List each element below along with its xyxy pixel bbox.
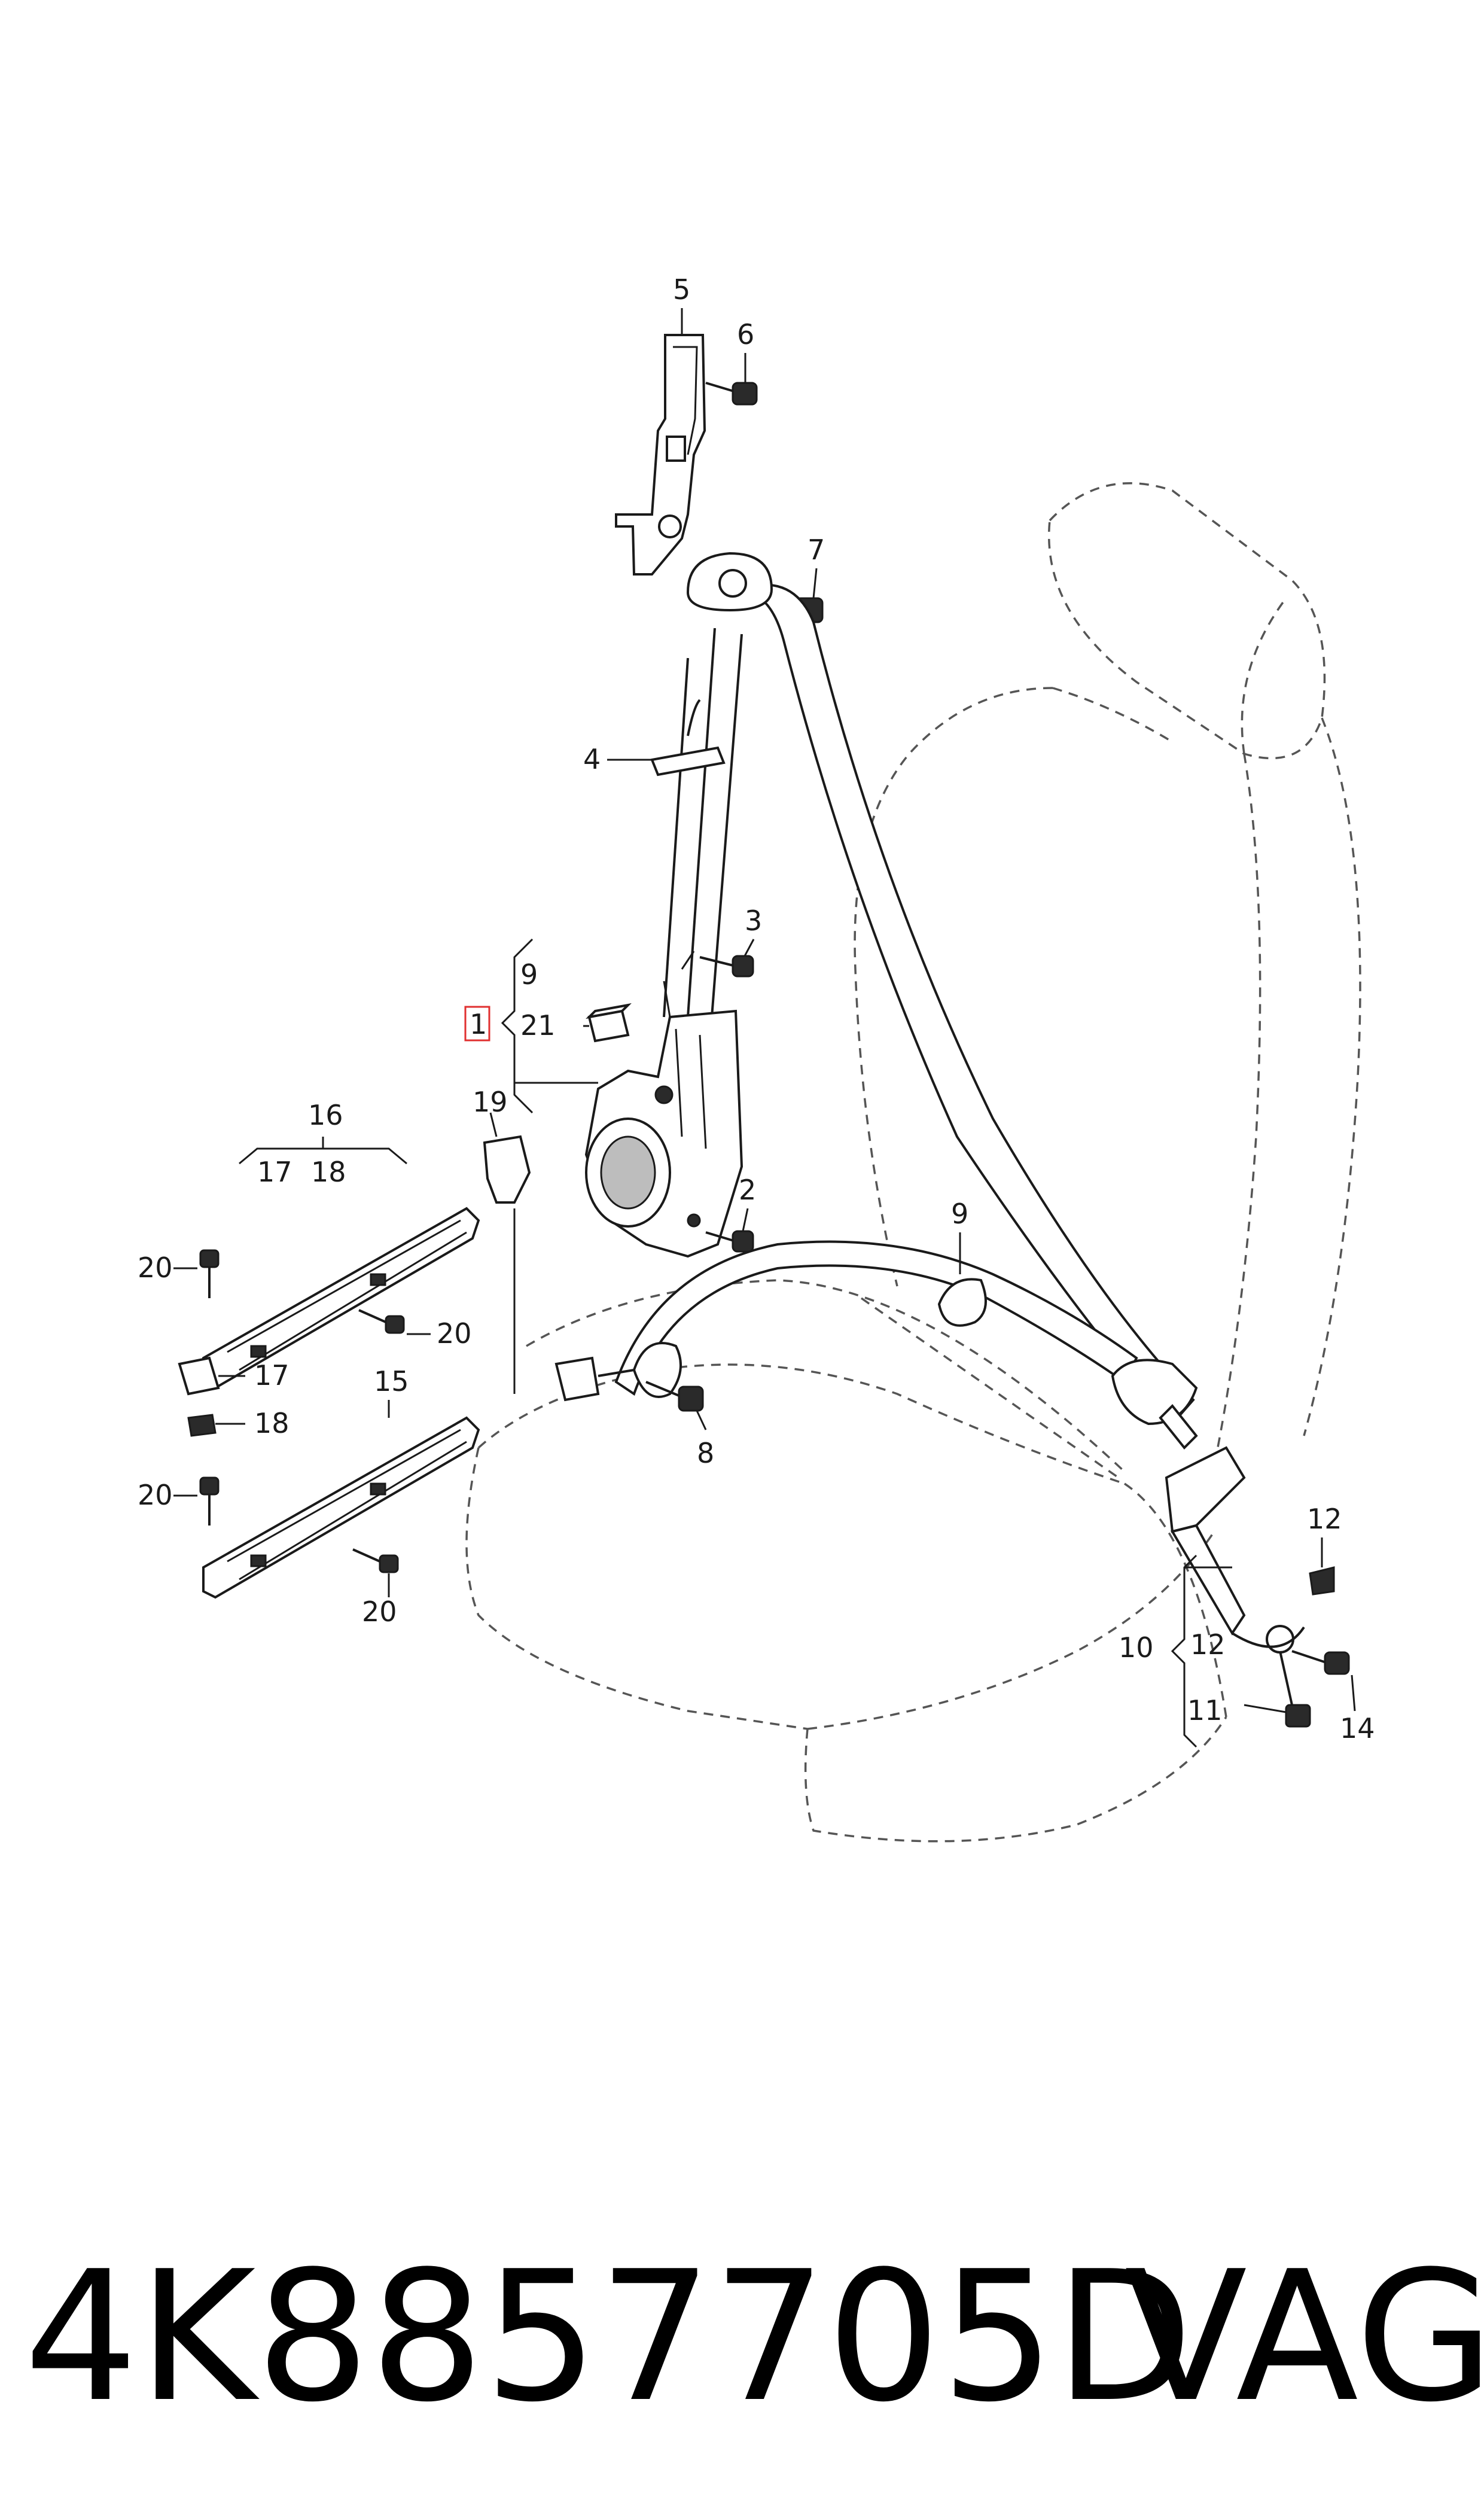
clip-part-12 xyxy=(1309,1566,1335,1596)
callout-2: 2 xyxy=(739,1174,756,1206)
callout-11: 11 xyxy=(1187,1694,1223,1727)
callout-12-upper: 12 xyxy=(1307,1503,1342,1535)
brand-name: VAG xyxy=(1125,2233,1484,2441)
retractor-part-1 xyxy=(584,951,743,1258)
belt-guide-part-4 xyxy=(650,699,726,777)
connector-part-11 xyxy=(1285,1704,1311,1728)
callout-15: 15 xyxy=(374,1365,409,1397)
callout-20-b: 20 xyxy=(437,1317,472,1350)
callout-12-lower: 12 xyxy=(1190,1628,1226,1661)
callout-20-a: 20 xyxy=(138,1252,173,1284)
bolt-part-3 xyxy=(699,955,754,978)
bolt-part-6 xyxy=(705,382,758,406)
callout-9-upper: 9 xyxy=(520,958,538,991)
callout-4: 4 xyxy=(583,743,601,775)
callout-10: 10 xyxy=(1119,1631,1154,1664)
callout-20-c: 20 xyxy=(138,1479,173,1511)
cap-part-17 xyxy=(178,1356,220,1396)
bracket-part-19 xyxy=(483,1135,531,1204)
bolt-part-20-d xyxy=(352,1548,399,1573)
callout-18-bracket: 18 xyxy=(311,1156,346,1188)
leader-lines xyxy=(173,308,1356,1748)
track-rail-part-15 xyxy=(202,1416,480,1599)
callout-19: 19 xyxy=(473,1086,508,1118)
callout-5: 5 xyxy=(673,273,690,306)
buckle-part-10 xyxy=(1165,1446,1305,1706)
callout-1-highlight xyxy=(464,1006,490,1042)
callout-14: 14 xyxy=(1340,1712,1375,1744)
callout-1: 1 xyxy=(470,1008,487,1040)
callout-16: 16 xyxy=(308,1099,343,1131)
clip-part-18 xyxy=(187,1414,217,1437)
belt-webbing xyxy=(614,552,1198,1450)
height-adjuster-part-5 xyxy=(615,334,706,576)
part-number: 4K8857705D xyxy=(24,2233,1193,2441)
damper-part-21 xyxy=(586,1003,632,1043)
callout-18-lower: 18 xyxy=(254,1407,290,1439)
bolt-part-20-c xyxy=(199,1476,220,1526)
callout-17-upper: 17 xyxy=(257,1156,292,1188)
callout-21: 21 xyxy=(520,1009,556,1042)
callout-6: 6 xyxy=(737,318,754,351)
callout-17-lower: 17 xyxy=(254,1359,290,1392)
callout-7: 7 xyxy=(807,534,825,566)
callout-3: 3 xyxy=(745,905,762,937)
track-rail-part-16 xyxy=(202,1207,480,1390)
callout-9-lower: 9 xyxy=(951,1198,968,1230)
bolt-part-20-a xyxy=(199,1249,220,1298)
callout-20-d: 20 xyxy=(362,1596,397,1628)
callout-8: 8 xyxy=(697,1437,714,1469)
bolt-part-14 xyxy=(1291,1650,1350,1675)
callout-labels: 5 6 7 4 3 9 1 21 18 19 16 17 18 2 9 20 2… xyxy=(138,273,1375,1744)
bolt-part-20-b xyxy=(358,1309,405,1334)
bolt-part-8 xyxy=(554,1356,704,1412)
